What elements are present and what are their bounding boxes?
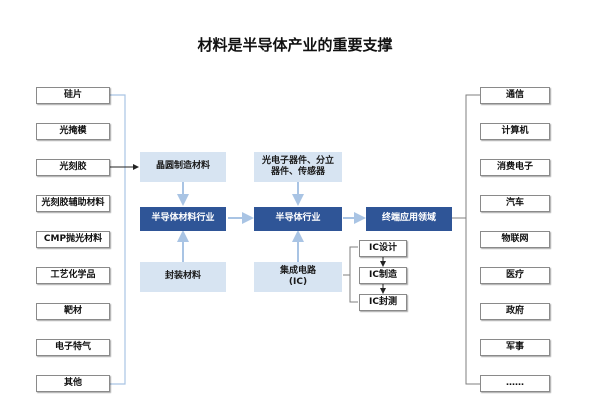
node-optoelectronics: 光电子器件、分立器件、传感器 — [254, 152, 342, 182]
node-ic: 集成电路 (IC) — [254, 262, 342, 292]
node-packaging-materials: 封装材料 — [140, 262, 226, 292]
diagram-title: 材料是半导体产业的重要支撑 — [197, 36, 393, 54]
material-item-electronic-gas: 电子特气 — [36, 339, 110, 356]
material-item-cmp: CMP抛光材料 — [36, 231, 110, 248]
application-item-automotive: 汽车 — [480, 195, 550, 212]
material-item-photoresist-aux: 光刻胶辅助材料 — [36, 195, 110, 212]
ic-step-packaging-testing: IC封测 — [359, 294, 407, 311]
application-item-computer: 计算机 — [480, 123, 550, 140]
application-item-more: …… — [480, 375, 550, 392]
node-ic-line2: (IC) — [288, 277, 308, 287]
material-item-other: 其他 — [36, 375, 110, 392]
node-ic-line1: 集成电路 — [279, 265, 316, 276]
application-item-medical: 医疗 — [480, 267, 550, 284]
application-item-government: 政府 — [480, 303, 550, 320]
node-wafer-materials: 晶圆制造材料 — [140, 152, 226, 182]
node-terminal-apps: 终端应用领域 — [366, 207, 452, 231]
material-item-photomask: 光掩模 — [36, 123, 110, 140]
material-item-photoresist: 光刻胶 — [36, 159, 110, 176]
application-item-military: 军事 — [480, 339, 550, 356]
ic-step-manufacturing: IC制造 — [359, 267, 407, 284]
application-item-communication: 通信 — [480, 87, 550, 104]
material-item-target: 靶材 — [36, 303, 110, 320]
material-item-silicon-wafer: 硅片 — [36, 87, 110, 104]
application-item-iot: 物联网 — [480, 231, 550, 248]
node-semi-materials-industry: 半导体材料行业 — [140, 207, 226, 231]
application-item-consumer-electronics: 消费电子 — [480, 159, 550, 176]
material-item-process-chemicals: 工艺化学品 — [36, 267, 110, 284]
node-semi-industry: 半导体行业 — [254, 207, 342, 231]
ic-step-design: IC设计 — [359, 240, 407, 257]
